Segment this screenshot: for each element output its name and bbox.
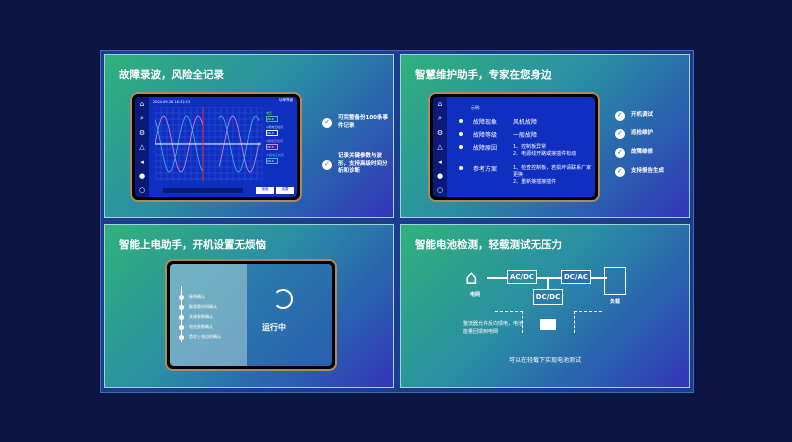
power-icon[interactable]: ○ [436,185,444,194]
value-field[interactable]: 20.0 [266,144,278,150]
check-icon: ✓ [615,111,625,121]
dcdc-converter: DC/DC [533,289,563,305]
step-item: 关键参数确认 [179,312,221,322]
fault-row: 故障等级一般故障 [459,130,537,139]
warning-icon[interactable]: △ [437,143,443,152]
tablet: ⌂ ⌕ ⚙ △ ◂ ● ○ 2024-09-28 16:32:13 功率界面 电压 20.0… [130,92,302,202]
step-item: 能源类时间确认 [179,302,221,312]
speaker-icon[interactable]: ◂ [438,157,442,166]
timestamp: 2024-09-28 16:32:13 [153,100,191,104]
panel-battery-testing: 智能电池检测，轻载测试无压力 ⌂ 电网 AC/DC DC/AC DC/DC 负载… [400,224,690,388]
feedback-arrow [495,311,523,333]
fault-row: 故障现象风机故障 [459,117,537,126]
user-icon[interactable]: ● [436,171,444,180]
power-icon[interactable]: ○ [138,185,146,194]
output-arrow [574,311,602,333]
load-label: 负载 [610,299,621,305]
legend-label: W相电压峰值 [266,153,284,157]
search-icon[interactable]: ⌕ [140,114,144,123]
user-icon[interactable]: ● [138,171,146,180]
sidebar: ⌂ ⌕ ⚙ △ ◂ ● ○ [135,97,149,197]
check-icon: ✓ [322,159,332,170]
check-icon: ✓ [322,117,332,128]
waveform-chart [155,107,263,181]
feedback-note: 整流器允许反向馈电，电池能量回馈到电网 [463,321,524,335]
top-right-label: 功率界面 [279,98,293,102]
gear-icon[interactable]: ⚙ [436,129,444,138]
step-item: 首次上电自检确认 [179,332,221,342]
status-label: 运行中 [262,323,286,332]
home-icon[interactable]: ⌂ [139,100,145,108]
power-tower-icon: ⌂ [465,265,478,289]
feature-item: ✓支持报告生成 [615,167,664,177]
home-icon[interactable]: ⌂ [437,100,443,108]
value-field[interactable]: 20.0 [266,158,278,164]
legend-label: V相电压峰值 [266,139,284,143]
waveform-series [155,115,260,173]
dcac-converter: DC/AC [561,270,591,284]
speaker-icon[interactable]: ◂ [140,157,144,166]
check-icon: ✓ [615,148,625,158]
search-icon[interactable]: ⌕ [438,114,442,123]
tablet: 接线确认能源类时间确认关键参数确认电池参数确认首次上电自检确认 运行中 [165,259,337,371]
waveform-series [155,115,260,173]
read-button[interactable]: 读取 [256,187,274,194]
scroll-bar[interactable] [163,188,243,193]
panel-title: 智能上电助手，开机设置无烦恼 [119,239,266,251]
step-item: 电池参数确认 [179,322,221,332]
panel-maintenance-assistant: 智慧维护助手，专家在您身边 ⌂ ⌕ ⚙ △ ◂ ● ○ 示例: 故障现象风机故障 故障等级一… [400,54,690,218]
grid-label: 电网 [470,292,481,298]
check-icon: ✓ [615,167,625,177]
gear-icon[interactable]: ⚙ [138,129,146,138]
legend-label: U相电压峰值 [266,125,284,129]
check-icon: ✓ [615,129,625,139]
feature-item: ✓故障维修 [615,148,653,158]
panel-title: 智能电池检测，轻载测试无压力 [415,239,562,251]
steps-pane: 接线确认能源类时间确认关键参数确认电池参数确认首次上电自检确认 [170,264,247,366]
legend-label: 电压 [266,111,273,115]
feature-item: ✓可完整备份100条事件记录 [322,115,390,130]
feature-item: ✓开机调试 [615,111,653,121]
settings-button[interactable]: 设置 [276,187,294,194]
panel-title: 故障录波，风险全记录 [119,69,224,81]
acdc-converter: AC/DC [507,270,537,284]
battery-icon [540,319,556,330]
panel-power-on-assistant: 智能上电助手，开机设置无烦恼 接线确认能源类时间确认关键参数确认电池参数确认首次… [104,224,394,388]
step-item: 接线确认 [179,292,221,302]
example-label: 示例: [471,105,481,110]
sidebar: ⌂ ⌕ ⚙ △ ◂ ● ○ [433,97,447,197]
panel-fault-recording: 故障录波，风险全记录 ⌂ ⌕ ⚙ △ ◂ ● ○ 2024-09-28 16:32:13 功… [104,54,394,218]
refresh-icon [273,289,293,309]
warning-icon[interactable]: △ [139,143,145,152]
feature-item: ✓记录关键参数与波形，支持高级时间分析和诊断 [322,153,390,176]
panel-title: 智慧维护助手，专家在您身边 [415,69,552,81]
feature-item: ✓巡检维护 [615,129,653,139]
diagram-caption: 可以在轻载下实现电池测试 [508,357,581,364]
value-field[interactable]: 20.0 [266,130,278,136]
value-field[interactable]: 20.0 [266,116,278,122]
cabinet-icon [604,267,626,295]
